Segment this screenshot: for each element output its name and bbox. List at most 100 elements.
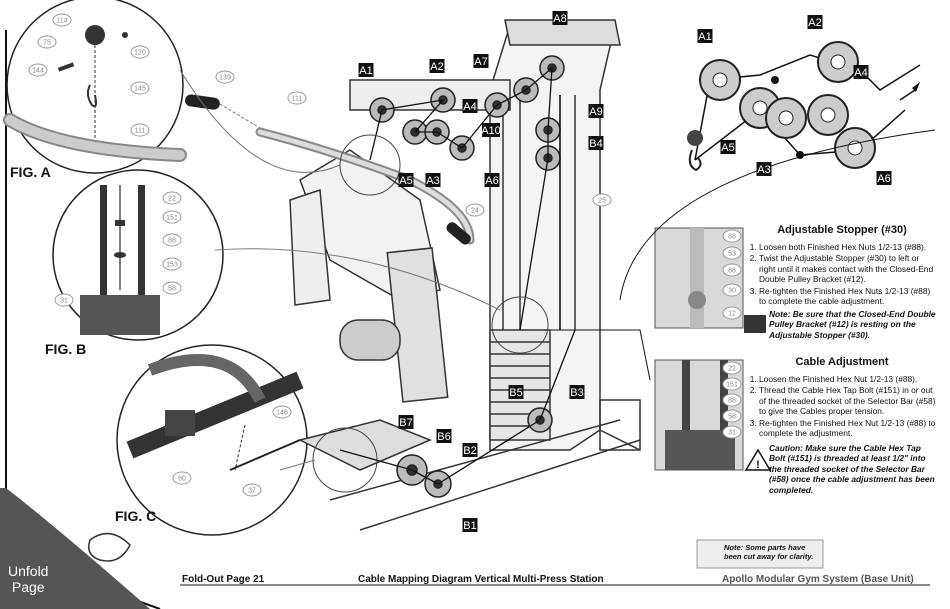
part-callout-111: 111 bbox=[130, 123, 150, 137]
cable-step-3: Re-tighten the Finished Hex Nut 1/2-13 (… bbox=[759, 418, 937, 439]
cable-label-b5: B5 bbox=[508, 385, 524, 399]
cable-label-a5: A5 bbox=[720, 140, 736, 154]
part-callout-139: 139 bbox=[215, 70, 235, 84]
part-callout-58: 58 bbox=[162, 281, 182, 295]
unfold-line-1: Unfold bbox=[8, 563, 49, 579]
figure-b-title: FIG. B bbox=[45, 341, 86, 357]
svg-text:B4: B4 bbox=[589, 138, 602, 150]
cable-label-a4: A4 bbox=[462, 99, 478, 113]
svg-text:31: 31 bbox=[728, 430, 736, 437]
part-callout-25: 25 bbox=[592, 193, 612, 207]
cutaway-note: Note: Some parts have been cut away for … bbox=[724, 543, 814, 561]
cable-label-a3: A3 bbox=[425, 173, 441, 187]
photo-callout-151: 151 bbox=[722, 377, 742, 391]
part-callout-153: 153 bbox=[162, 257, 182, 271]
cable-label-a2: A2 bbox=[429, 59, 445, 73]
stopper-step-3: Re-tighten the Finished Hex Nuts 1/2-13 … bbox=[759, 286, 937, 307]
svg-text:A2: A2 bbox=[808, 17, 821, 29]
svg-text:A4: A4 bbox=[463, 101, 476, 113]
cable-label-a3: A3 bbox=[756, 162, 772, 176]
cable-label-b3: B3 bbox=[569, 385, 585, 399]
cable-label-b2: B2 bbox=[462, 443, 478, 457]
svg-text:B2: B2 bbox=[463, 445, 476, 457]
part-callout-111: 111 bbox=[287, 91, 307, 105]
part-callout-60: 60 bbox=[172, 471, 192, 485]
cable-label-a1: A1 bbox=[697, 29, 713, 43]
part-callout-114: 114 bbox=[52, 13, 72, 27]
zoom-markers bbox=[179, 69, 549, 493]
caution-icon: ! bbox=[744, 448, 772, 471]
svg-text:151: 151 bbox=[726, 382, 738, 389]
figure-c-detail bbox=[116, 344, 308, 536]
cable-label-a1: A1 bbox=[358, 63, 374, 77]
cable-adjustment-title: Cable Adjustment bbox=[795, 356, 889, 368]
unfold-page-label[interactable]: Unfold Page bbox=[8, 563, 48, 595]
svg-text:B1: B1 bbox=[463, 520, 476, 532]
adjustable-stopper-steps: Loosen both Finished Hex Nuts 1/2-13 (#8… bbox=[747, 242, 937, 307]
svg-text:A4: A4 bbox=[854, 67, 867, 79]
photo-callout-88: 88 bbox=[722, 393, 742, 407]
part-callout-75: 75 bbox=[37, 35, 57, 49]
part-callout-146: 146 bbox=[272, 405, 292, 419]
cable-label-b4: B4 bbox=[588, 136, 604, 150]
cutaway-note-box bbox=[696, 539, 824, 569]
svg-text:A5: A5 bbox=[399, 175, 412, 187]
cable-label-b6: B6 bbox=[436, 429, 452, 443]
part-callout-120: 120 bbox=[130, 45, 150, 59]
multi-press-station bbox=[289, 19, 641, 531]
photo-callout-31: 31 bbox=[722, 425, 742, 439]
part-callout-151: 151 bbox=[162, 210, 182, 224]
photo-callout-30: 30 bbox=[722, 283, 742, 297]
svg-text:58: 58 bbox=[168, 286, 176, 293]
svg-text:25: 25 bbox=[598, 198, 606, 205]
svg-text:A3: A3 bbox=[426, 175, 439, 187]
part-callout-145: 145 bbox=[130, 81, 150, 95]
unfold-line-2: Page bbox=[11, 579, 45, 595]
stopper-photo bbox=[619, 129, 936, 329]
stopper-step-1: Loosen both Finished Hex Nuts 1/2-13 (#8… bbox=[759, 242, 937, 253]
svg-text:139: 139 bbox=[219, 75, 231, 82]
svg-text:22: 22 bbox=[728, 366, 736, 373]
adjustable-stopper-title: Adjustable Stopper (#30) bbox=[777, 224, 907, 236]
svg-text:30: 30 bbox=[728, 288, 736, 295]
part-callout-88: 88 bbox=[162, 233, 182, 247]
figure-a-title: FIG. A bbox=[10, 164, 51, 180]
svg-text:88: 88 bbox=[728, 268, 736, 275]
svg-text:A3: A3 bbox=[757, 164, 770, 176]
svg-text:37: 37 bbox=[248, 488, 256, 495]
cable-label-a5: A5 bbox=[398, 173, 414, 187]
part-callout-144: 144 bbox=[28, 63, 48, 77]
svg-text:146: 146 bbox=[276, 410, 288, 417]
svg-text:A7: A7 bbox=[474, 56, 487, 68]
hand-icon bbox=[88, 532, 131, 562]
cable-label-a2: A2 bbox=[807, 15, 823, 29]
svg-text:114: 114 bbox=[56, 18, 67, 25]
part-callout-22: 22 bbox=[162, 191, 182, 205]
photo-callout-88: 88 bbox=[722, 263, 742, 277]
svg-text:151: 151 bbox=[166, 215, 178, 222]
cable-label-a8: A8 bbox=[552, 11, 568, 25]
cable-step-2: Thread the Cable Hex Tap Bolt (#151) in … bbox=[759, 385, 937, 417]
svg-text:31: 31 bbox=[60, 298, 68, 305]
svg-text:12: 12 bbox=[728, 311, 736, 318]
svg-text:A6: A6 bbox=[485, 175, 498, 187]
cable-label-a6: A6 bbox=[876, 171, 892, 185]
svg-text:22: 22 bbox=[168, 196, 176, 203]
part-callouts: 114 75 120 144 145 111 22 151 88 153 58 31 146 60 37 13… bbox=[28, 13, 612, 497]
caution-text: Caution: Make sure the Cable Hex Tap Bol… bbox=[769, 442, 935, 495]
adjustable-stopper-panel: Adjustable Stopper (#30) Loosen both Fin… bbox=[747, 225, 937, 340]
cable-label-b1: B1 bbox=[462, 518, 478, 532]
cable-label-a6: A6 bbox=[484, 173, 500, 187]
cable-adjustment-panel: Cable Adjustment Loosen the Finished Hex… bbox=[747, 357, 937, 495]
svg-text:88: 88 bbox=[168, 238, 176, 245]
photo-callout-88: 88 bbox=[722, 229, 742, 243]
footer-title: Cable Mapping Diagram Vertical Multi-Pre… bbox=[358, 574, 604, 585]
unfold-tab[interactable] bbox=[0, 488, 150, 609]
inset-cable-path bbox=[687, 41, 921, 172]
stopper-step-2: Twist the Adjustable Stopper (#30) to le… bbox=[759, 253, 937, 285]
part-callout-24: 24 bbox=[465, 203, 485, 217]
svg-text:B7: B7 bbox=[399, 417, 412, 429]
part-callout-31: 31 bbox=[54, 293, 74, 307]
svg-text:120: 120 bbox=[134, 50, 146, 57]
